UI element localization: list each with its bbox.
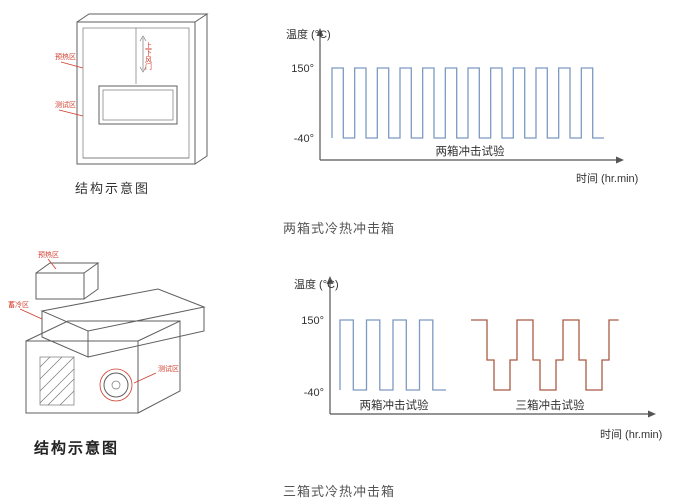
test-zone-label: 测试区 (158, 364, 179, 373)
test-box-side (137, 320, 181, 414)
preheat-box-side (83, 263, 99, 300)
x-axis-label: 时间 (hr.min) (600, 428, 662, 441)
y-tick-150: 150° (301, 315, 324, 327)
three-box-section-caption: 三箱式冷热冲击箱 (283, 484, 396, 499)
cold-storage-leader (19, 308, 43, 320)
test-box-front (25, 340, 139, 414)
test-window-outer (98, 85, 178, 125)
two-box-structure-caption: 结构示意图 (75, 181, 151, 196)
hatched-panel (39, 356, 75, 406)
x-axis-arrow (648, 410, 656, 418)
y-axis-label: 温度 (°C) (294, 277, 339, 291)
chart1-waveforms (331, 67, 604, 139)
x-axis-arrow (616, 156, 624, 164)
damper-label: 上下风门 (145, 41, 153, 71)
upper-zone-leader (60, 61, 84, 69)
preheat-box-front (35, 272, 85, 300)
y-tick-150: 150° (291, 63, 314, 75)
three-box-test-annotation: 三箱冲击试验 (516, 398, 585, 412)
test-box-top (25, 320, 180, 342)
y-axis-arrow (316, 28, 324, 36)
lower-zone-leader (58, 109, 84, 117)
cabinet-side (194, 14, 208, 165)
test-zone-leader (133, 372, 157, 384)
cold-storage-label: 蓄冷区 (8, 300, 29, 309)
x-axis-label: 时间 (hr.min) (576, 172, 638, 185)
cabinet-front (76, 21, 196, 165)
two-box-structure-drawing: 上下风门 预热区 测试区 (55, 13, 209, 165)
y-axis-label: 温度 (°C) (286, 27, 331, 41)
cabinet-top (76, 13, 209, 23)
three-box-structure-caption: 结构示意图 (34, 440, 120, 457)
three-box-shock-chart: 温度 (°C) 150° -40° 两箱冲击试验 三箱冲击试验 时间 (hr.m… (294, 276, 662, 441)
fan-red-highlight (99, 368, 133, 402)
chart2-waveforms (339, 319, 619, 391)
fan-circle (103, 372, 129, 398)
two-box-section-caption: 两箱式冷热冲击箱 (283, 221, 396, 236)
lower-zone-label: 测试区 (55, 100, 76, 109)
two-box-shock-chart: 温度 (°C) 150° -40° 两箱冲击试验 时间 (hr.min) (286, 27, 638, 185)
three-box-structure-drawing: 预热区 蓄冷区 测试区 (8, 250, 206, 414)
upper-zone-label: 预热区 (55, 52, 76, 61)
test-window-inner (102, 89, 174, 121)
y-tick-minus40: -40° (304, 387, 324, 399)
y-axis-arrow (326, 276, 334, 284)
fan-hub (111, 380, 121, 390)
preheat-zone-leader (47, 258, 57, 270)
mid-box-side (87, 307, 205, 358)
chart1-annotation: 两箱冲击试验 (436, 144, 505, 158)
preheat-zone-label: 预热区 (38, 250, 59, 259)
two-box-test-annotation: 两箱冲击试验 (360, 398, 429, 412)
damper-arrowheads (139, 35, 147, 73)
mid-box-front (41, 311, 89, 358)
preheat-box-top (35, 262, 100, 274)
hatch-lines (39, 356, 75, 406)
y-tick-minus40: -40° (294, 133, 314, 145)
